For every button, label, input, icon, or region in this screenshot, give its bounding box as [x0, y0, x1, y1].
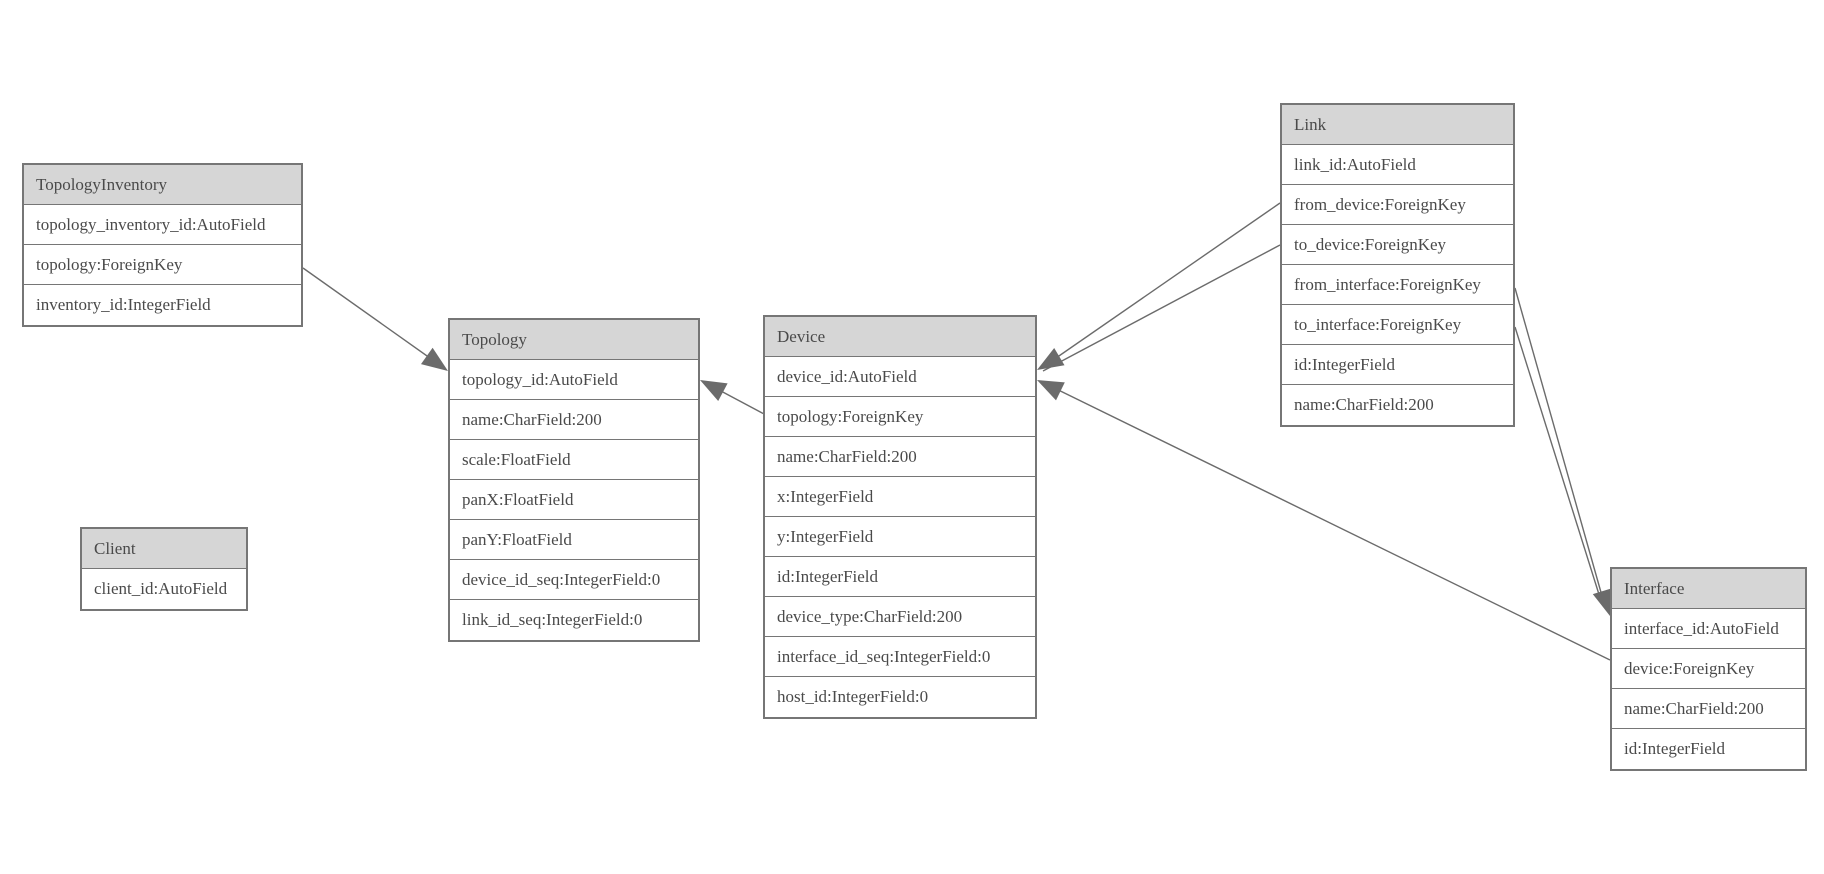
entity-field: topology_id:AutoField — [450, 360, 698, 400]
entity-field: id:IntegerField — [765, 557, 1035, 597]
entity-title: Client — [82, 529, 246, 569]
relation-line — [1041, 381, 1611, 661]
relation-line — [1514, 287, 1605, 604]
entity-field: id:IntegerField — [1282, 345, 1513, 385]
entity-field: device_type:CharField:200 — [765, 597, 1035, 637]
entity-field: inventory_id:IntegerField — [36, 295, 211, 314]
entity-title: Link — [1282, 105, 1513, 145]
entity-field: interface_id:AutoField — [1612, 609, 1805, 649]
entity-field: panY:FloatField — [450, 520, 698, 560]
relation-link-interface — [1514, 287, 1612, 616]
entity-field: topology:ForeignKey — [765, 397, 1035, 437]
entity-field: link_id_seq:IntegerField:0 — [462, 610, 643, 629]
arrowhead-icon — [1037, 348, 1065, 370]
entity-field: topology:ForeignKey — [24, 245, 301, 285]
entity-title: Interface — [1612, 569, 1805, 609]
entity-field: scale:FloatField — [450, 440, 698, 480]
relation-link-device — [1037, 202, 1281, 372]
entity-field: name:CharField:200 — [1612, 689, 1805, 729]
entity-field: host_id:IntegerField:0 — [777, 687, 929, 706]
entity-field: y:IntegerField — [765, 517, 1035, 557]
arrowhead-icon — [421, 347, 448, 371]
entity-field: panX:FloatField — [450, 480, 698, 520]
relation-line — [302, 267, 445, 369]
arrowhead-icon — [1037, 380, 1065, 401]
entity-field: topology_inventory_id:AutoField — [24, 205, 301, 245]
entity-field: link_id:AutoField — [1282, 145, 1513, 185]
entity-field: device:ForeignKey — [1612, 649, 1805, 689]
entity-field: client_id:AutoField — [94, 579, 228, 598]
entity-field: name:CharField:200 — [1294, 395, 1434, 414]
relation-device-topology — [700, 380, 767, 416]
entity-field: from_interface:ForeignKey — [1282, 265, 1513, 305]
entity-field: device_id:AutoField — [765, 357, 1035, 397]
entity-field: device_id_seq:IntegerField:0 — [450, 560, 698, 600]
entity-field: to_device:ForeignKey — [1282, 225, 1513, 265]
entity-field: interface_id_seq:IntegerField:0 — [765, 637, 1035, 677]
entity-client: Client client_id:AutoField — [80, 527, 248, 611]
entity-field: from_device:ForeignKey — [1282, 185, 1513, 225]
relation-line — [1514, 326, 1603, 605]
relation-interface-device — [1037, 380, 1611, 661]
entity-field: name:CharField:200 — [765, 437, 1035, 477]
entity-field: to_interface:ForeignKey — [1282, 305, 1513, 345]
entity-field: x:IntegerField — [765, 477, 1035, 517]
relation-topologyinventory-topology — [302, 267, 448, 371]
arrowhead-icon — [700, 380, 728, 401]
entity-title: Topology — [450, 320, 698, 360]
relation-line — [1042, 202, 1281, 368]
entity-field: name:CharField:200 — [450, 400, 698, 440]
entity-field: id:IntegerField — [1624, 739, 1726, 758]
arrowhead-icon — [1592, 588, 1612, 616]
relation-line — [1042, 244, 1281, 372]
entity-title: Device — [765, 317, 1035, 357]
entity-title: TopologyInventory — [24, 165, 301, 205]
